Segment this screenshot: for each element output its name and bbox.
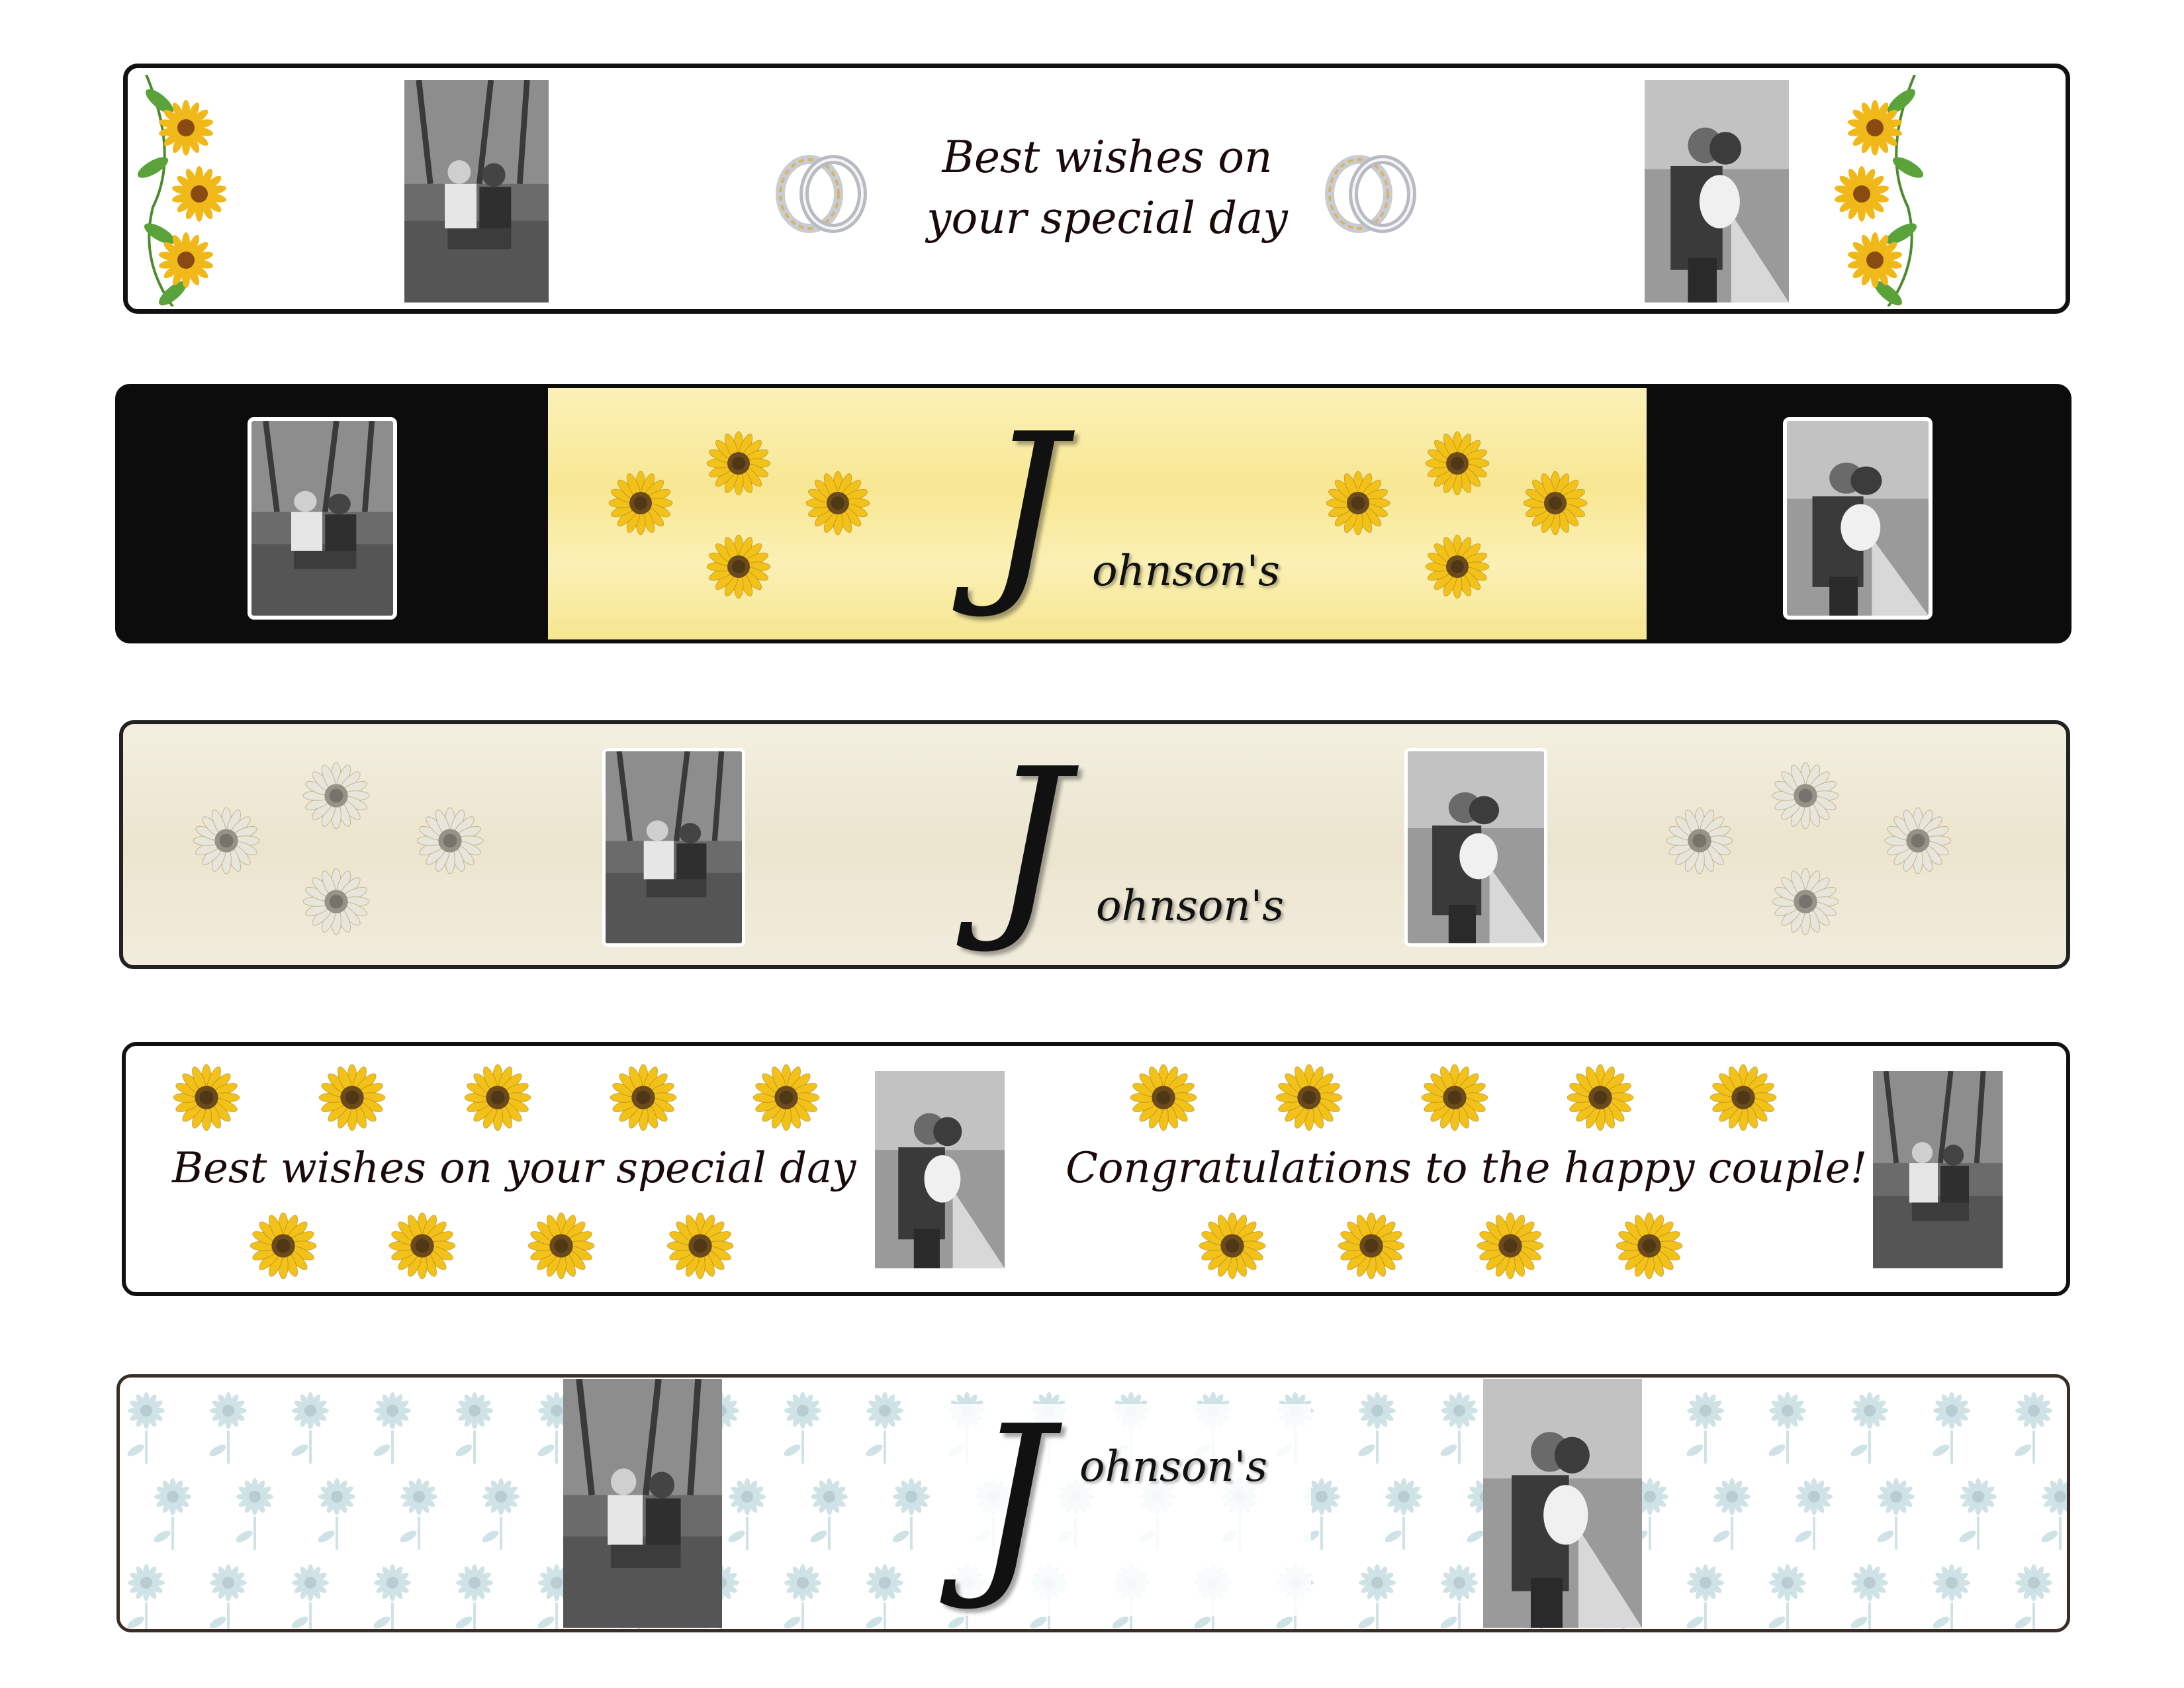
sunflower-icon [666, 1211, 735, 1280]
sunflower-icon [1665, 806, 1734, 875]
sunflower-icon [1424, 534, 1490, 600]
sunflower-sprig-right [1829, 75, 1928, 306]
sunflower-sprig-left [133, 75, 232, 306]
couple-kissing-photo [1645, 80, 1789, 303]
sunflower-icon [318, 1063, 387, 1132]
sunflower-icon [1709, 1063, 1778, 1132]
banner-family-black: J ohnson's [115, 384, 2071, 643]
couple-sitting-photo [1873, 1071, 2003, 1268]
greeting-left: Best wishes on your special day [172, 1144, 856, 1193]
couple-kissing-photo [1404, 748, 1547, 947]
sunflower-icon [1129, 1063, 1198, 1132]
sunflower-icon [172, 1063, 241, 1132]
sunflower-icon [416, 806, 484, 875]
name-panel [940, 1404, 1311, 1616]
family-name: J ohnson's [947, 1391, 1318, 1622]
sunflower-icon [705, 430, 772, 496]
sunflower-icon [463, 1063, 532, 1132]
sunflower-icon [1420, 1063, 1489, 1132]
sunflower-icon [705, 534, 772, 600]
family-name-rest: ohnson's [1096, 882, 1284, 931]
greeting-right: Congratulations to the happy couple! [1066, 1144, 1868, 1193]
sunflower-icon [302, 867, 371, 936]
sunflower-icon [608, 470, 674, 536]
couple-kissing-photo [1483, 1379, 1642, 1628]
sunflower-icon [388, 1211, 457, 1280]
banner-family-cream: J ohnson's [119, 720, 2070, 969]
sunflower-icon [1884, 806, 1952, 875]
sunflower-icon [1522, 470, 1588, 536]
sunflower-icon [1771, 761, 1840, 830]
sunflower-icon [249, 1211, 318, 1280]
family-name-rest: ohnson's [1092, 547, 1280, 596]
sunflower-icon [1424, 430, 1490, 496]
family-initial: J [974, 1383, 1054, 1615]
sunflower-icon [1771, 867, 1840, 936]
family-initial: J [990, 726, 1070, 957]
banner-congratulations: Best wishes on your special day Congratu… [122, 1042, 2070, 1296]
sunflower-icon [1198, 1211, 1267, 1280]
couple-sitting-photo [563, 1379, 722, 1628]
couple-sitting-photo [602, 748, 745, 947]
family-initial: J [986, 391, 1066, 622]
couple-kissing-photo [1783, 417, 1933, 620]
wedding-rings-icon [1314, 142, 1426, 242]
sunflower-icon [527, 1211, 596, 1280]
sunflower-icon [1337, 1211, 1406, 1280]
family-name: J ohnson's [950, 726, 1321, 965]
sunflower-icon [1325, 470, 1391, 536]
sunflower-icon [1615, 1211, 1684, 1280]
sunflower-icon [302, 761, 371, 830]
banner-best-wishes: Best wishes on your special day [123, 64, 2070, 314]
sunflower-icon [1476, 1211, 1545, 1280]
sunflower-icon [1566, 1063, 1635, 1132]
sunflower-icon [192, 806, 261, 875]
greeting-line-2: your special day [927, 193, 1288, 244]
sunflower-icon [609, 1063, 678, 1132]
couple-sitting-photo [248, 417, 397, 620]
family-name: J ohnson's [946, 401, 1317, 633]
family-name-rest: ohnson's [1079, 1442, 1267, 1491]
greeting-line-1: Best wishes on [942, 132, 1273, 183]
sunflower-icon [805, 470, 871, 536]
wedding-rings-icon [764, 142, 877, 242]
sunflower-icon [1275, 1063, 1343, 1132]
sunflower-icon [752, 1063, 821, 1132]
couple-kissing-photo [875, 1071, 1005, 1268]
couple-sitting-photo [404, 80, 549, 303]
banner-family-pale: J ohnson's [116, 1374, 2070, 1632]
yellow-watercolor-panel [548, 388, 1647, 639]
